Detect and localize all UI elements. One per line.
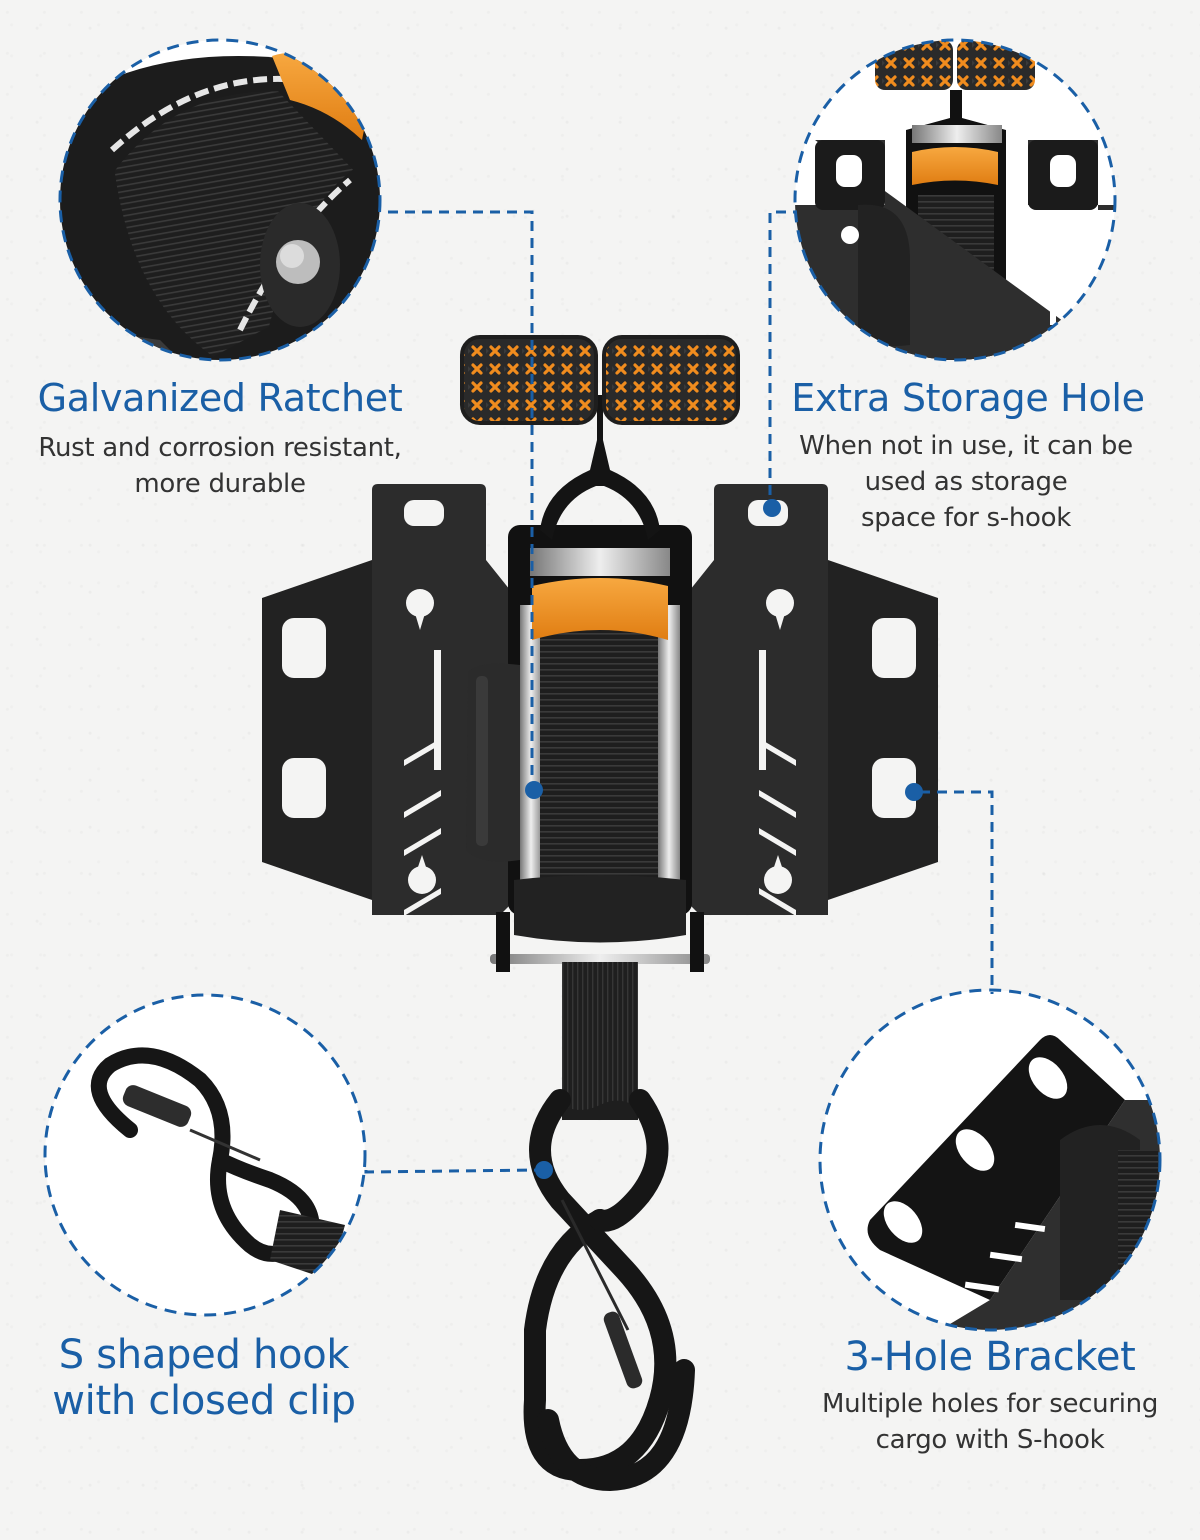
title-line: S shaped hook [58, 1332, 350, 1378]
dashed-circle-outline [818, 988, 1162, 1332]
detail-circle-s-hook [45, 995, 365, 1315]
feature-desc-three-hole-bracket: Multiple holes for securing cargo with S… [788, 1386, 1192, 1458]
feature-title-s-hook: S shaped hook with closed clip [0, 1332, 408, 1424]
desc-line: Multiple holes for securing [821, 1389, 1159, 1419]
feature-desc-galvanized-ratchet: Rust and corrosion resistant, more durab… [0, 430, 440, 502]
desc-line: When not in use, it can be [799, 431, 1133, 461]
desc-line: space for s-hook [860, 503, 1072, 533]
callout-dots [525, 499, 923, 1179]
callout-connectors [364, 210, 994, 1174]
detail-circle-storage-hole [795, 40, 1115, 360]
dashed-circle-outline [43, 993, 367, 1317]
detail-circle-bracket [820, 990, 1160, 1330]
desc-line: cargo with S-hook [875, 1425, 1105, 1455]
dashed-circle-outline [793, 38, 1117, 362]
desc-line: more durable [134, 469, 306, 499]
feature-title-extra-storage-hole: Extra Storage Hole [791, 376, 1145, 420]
desc-line: Rust and corrosion resistant, [38, 433, 402, 463]
feature-title-galvanized-ratchet: Galvanized Ratchet [37, 376, 403, 420]
feature-desc-extra-storage-hole: When not in use, it can be used as stora… [766, 428, 1166, 536]
detail-circle-ratchet [60, 40, 380, 360]
main-product [262, 335, 938, 1492]
feature-title-three-hole-bracket: 3-Hole Bracket [844, 1334, 1136, 1380]
title-line: with closed clip [52, 1378, 356, 1424]
desc-line: used as storage [864, 467, 1068, 497]
dashed-circle-outline [58, 38, 382, 362]
